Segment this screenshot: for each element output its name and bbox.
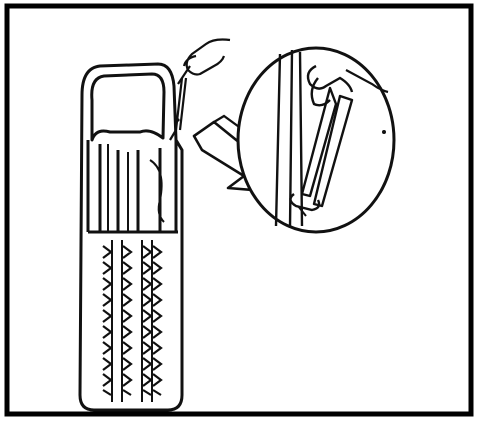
magnified-detail-circle-icon [238,48,394,232]
outer-border [7,6,471,414]
